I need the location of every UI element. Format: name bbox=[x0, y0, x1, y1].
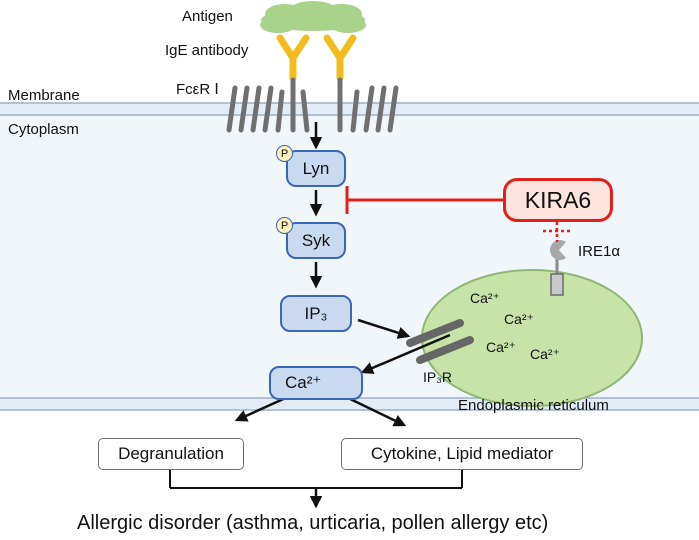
phosphorylation-badge: P bbox=[276, 145, 293, 162]
degranulation-box: Degranulation bbox=[98, 438, 244, 470]
cytokine-box: Cytokine, Lipid mediator bbox=[341, 438, 583, 470]
ip3r-shape bbox=[406, 319, 474, 364]
outcome-connector bbox=[169, 470, 463, 489]
syk-label: Syk bbox=[301, 230, 331, 250]
cytoplasm-label: Cytoplasm bbox=[8, 121, 79, 138]
er-calcium-ion: Ca²⁺ bbox=[486, 339, 516, 355]
calcium-node: Ca²⁺ bbox=[269, 366, 363, 400]
ige-antibody-shape bbox=[276, 34, 357, 82]
lyn-label: Lyn bbox=[302, 158, 330, 178]
cytokine-label: Cytokine, Lipid mediator bbox=[370, 444, 554, 463]
degranulation-label: Degranulation bbox=[118, 444, 224, 463]
kira6-node: KIRA6 bbox=[503, 178, 613, 222]
antigen-label: Antigen bbox=[182, 8, 233, 25]
antigen-shape bbox=[260, 1, 366, 33]
er-label: Endoplasmic reticulum bbox=[458, 397, 609, 414]
syk-node: Syk bbox=[286, 222, 346, 259]
fceri-receptor-shape bbox=[226, 77, 399, 133]
er-calcium-ion: Ca²⁺ bbox=[504, 311, 534, 327]
allergic-disorder-label: Allergic disorder (asthma, urticaria, po… bbox=[77, 512, 549, 534]
ip3-node: IP₃ bbox=[280, 295, 352, 332]
ip3r-label: IP₃R bbox=[423, 369, 453, 385]
kira6-inhibition bbox=[345, 186, 571, 242]
ire1a-shape bbox=[550, 240, 566, 296]
er-calcium-ion: Ca²⁺ bbox=[470, 290, 500, 306]
kira6-label: KIRA6 bbox=[524, 186, 592, 213]
er-shape bbox=[421, 269, 643, 407]
phosphorylation-badge: P bbox=[276, 217, 293, 234]
ige-antibody-label: IgE antibody bbox=[165, 42, 249, 59]
ip3-label: IP₃ bbox=[304, 303, 328, 323]
er-calcium-ion: Ca²⁺ bbox=[530, 346, 560, 362]
membrane-label: Membrane bbox=[8, 87, 80, 104]
lyn-node: Lyn bbox=[286, 150, 346, 187]
fceri-label: FcεR Ⅰ bbox=[176, 81, 219, 98]
plasma-membrane-top bbox=[0, 102, 699, 116]
calcium-label: Ca²⁺ bbox=[285, 373, 322, 392]
signaling-arrows bbox=[234, 122, 451, 509]
ire1a-label: IRE1α bbox=[578, 243, 621, 260]
